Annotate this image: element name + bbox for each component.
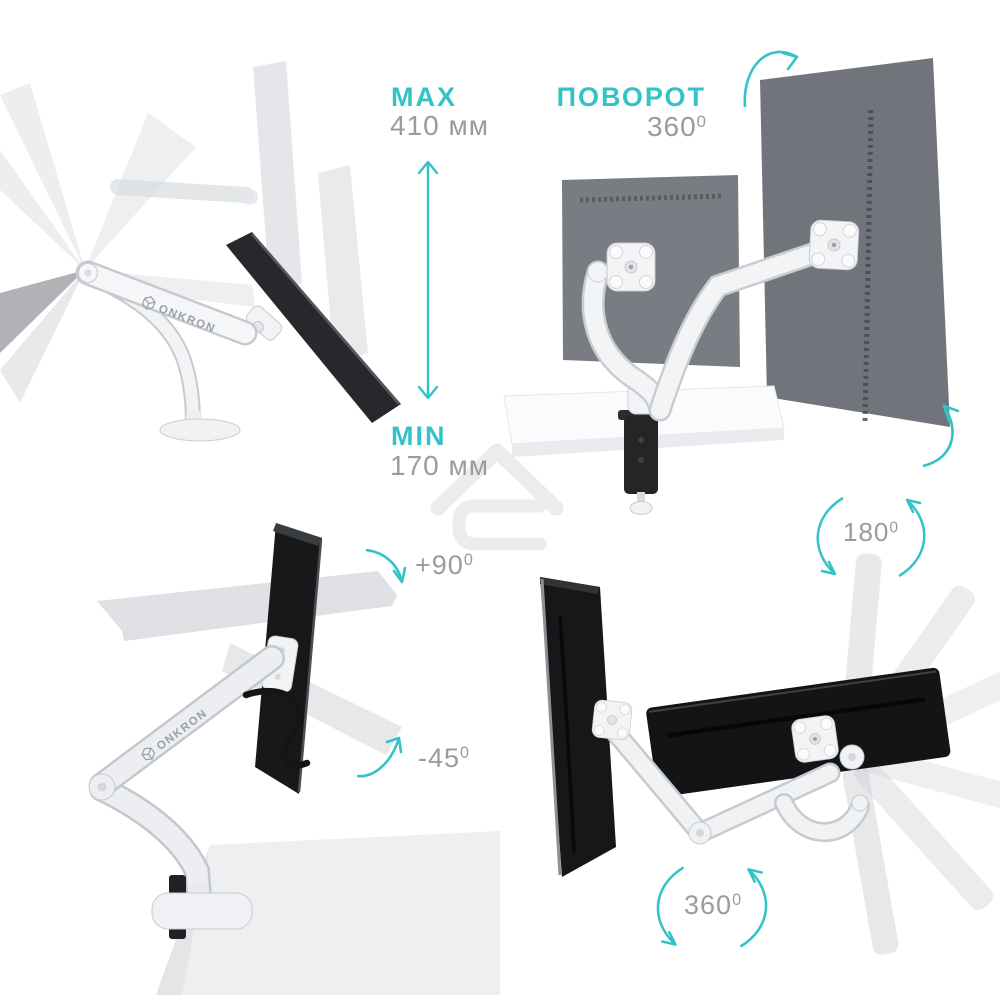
swivel-360-arrows-icon	[656, 866, 768, 948]
rotate-cw-arrow-icon	[743, 50, 799, 108]
ghost-arm-positions	[0, 83, 255, 403]
gas-spring-arm	[88, 645, 285, 910]
max-label: MAX	[391, 82, 457, 112]
swivel-arm-number: 180	[843, 517, 890, 547]
tilt-down-value: -450	[418, 744, 469, 772]
degree-superscript: 0	[463, 551, 473, 570]
thumbscrew	[629, 501, 653, 515]
min-label: MIN	[391, 421, 447, 451]
rotate-ccw-arrow-icon	[922, 404, 960, 468]
rotation-value: 3600	[450, 112, 706, 141]
vesa-plate-icon	[808, 219, 860, 271]
folding-arms	[605, 722, 870, 845]
degree-superscript: 0	[889, 519, 899, 537]
vesa-plate-icon	[606, 242, 656, 292]
tilt-up-value: +900	[415, 551, 473, 579]
swivel-180-arrows-icon	[816, 496, 926, 578]
degree-superscript: 0	[696, 111, 706, 131]
tilt-plus-arrow-icon	[365, 548, 407, 584]
swivel-arm-value: 1800	[843, 517, 899, 547]
swivel-base-number: 360	[684, 890, 733, 920]
cube-icon	[141, 747, 156, 761]
monitor-tilt-illustration: ONKRON	[88, 523, 500, 995]
monitor-panel	[226, 232, 401, 423]
gas-spring-arm	[75, 260, 258, 431]
tilt-up-number: +90	[415, 550, 464, 580]
min-value: 170 мм	[390, 450, 489, 481]
rotation-label: ПОВОРОТ	[556, 82, 706, 112]
dual-monitor-rotation-illustration	[503, 58, 950, 515]
degree-superscript: 0	[460, 744, 470, 763]
vesa-plate-icon	[791, 715, 839, 763]
height-adjust-illustration: ONKRON	[0, 61, 401, 442]
max-value: 410 мм	[390, 110, 489, 141]
watermark-roof	[430, 443, 564, 516]
tilt-minus-arrow-icon	[356, 736, 403, 778]
cube-icon	[141, 296, 156, 310]
ghost-monitors	[110, 61, 368, 363]
swivel-base-value: 3600	[684, 891, 741, 919]
vesa-mount	[245, 305, 283, 341]
monitor-swivel-illustration	[540, 553, 1000, 955]
cable	[242, 687, 311, 769]
height-range-arrow-icon	[417, 160, 439, 400]
vent-pattern	[579, 193, 725, 203]
portrait-monitor-panel	[540, 577, 616, 877]
vesa-plate-icon	[591, 699, 633, 741]
degree-superscript: 0	[732, 891, 742, 910]
desk-base	[159, 411, 241, 442]
watermark-house-icon	[430, 443, 564, 551]
desk-base	[151, 875, 253, 939]
watermark-c-shape	[452, 499, 547, 551]
rotation-value-number: 360	[646, 111, 697, 142]
desk-clamp	[618, 410, 664, 515]
dual-gas-spring-arms	[581, 238, 836, 422]
vent-pattern	[862, 109, 874, 423]
tilt-down-number: -45	[418, 743, 461, 773]
